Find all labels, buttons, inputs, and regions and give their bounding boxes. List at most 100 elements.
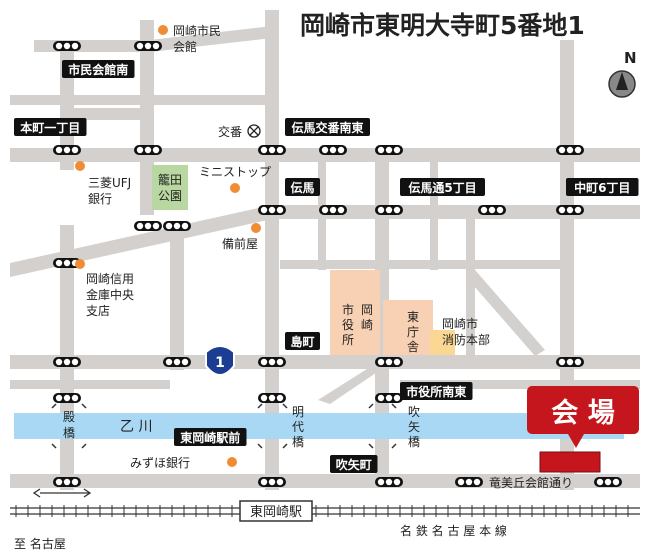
traffic-signal-icon (556, 205, 584, 215)
venue-marker: 会 場 (527, 386, 639, 473)
place-label-line: 矢 (408, 420, 420, 434)
poi-dot (75, 259, 85, 269)
intersection-sign: 市役所南東 (400, 382, 473, 400)
road (62, 108, 140, 120)
page-title: 岡崎市東明大寺町5番地1 (300, 11, 585, 40)
road (10, 474, 640, 488)
venue-building (539, 451, 601, 473)
traffic-signal-icon (556, 357, 584, 367)
intersection-name: 島町 (290, 334, 314, 349)
traffic-signal-icon (258, 393, 286, 403)
poi-dot (230, 183, 240, 193)
place-label-line: 橋 (408, 435, 420, 449)
place-label-line: 吹 (408, 405, 420, 419)
poi-dot (158, 25, 168, 35)
traffic-signal-icon (478, 205, 506, 215)
traffic-signal-icon (134, 221, 162, 231)
place-label-line: 代 (292, 420, 304, 434)
intersection-sign: 伝馬 (285, 178, 320, 196)
intersection-name: 市民会館南 (68, 62, 128, 77)
place-label-line: 橋 (63, 426, 75, 440)
traffic-signal-icon (375, 205, 403, 215)
traffic-signal-icon (556, 145, 584, 155)
river-label: 乙 川 (120, 419, 152, 435)
intersection-name: 伝馬交番南東 (291, 120, 363, 135)
traffic-signals (53, 41, 622, 487)
traffic-signal-icon (258, 145, 286, 155)
intersection-name: 本町一丁目 (20, 120, 80, 135)
intersection-sign: 東岡崎駅前 (174, 428, 247, 446)
road (400, 380, 640, 389)
place-label-line: 庁 (407, 325, 419, 339)
road (467, 270, 545, 356)
place-label: 明代橋 (292, 405, 304, 449)
fire-hq-block (430, 330, 455, 355)
intersection-sign: 吹矢町 (330, 455, 378, 473)
intersection-sign: 市民会館南 (62, 60, 135, 78)
traffic-signal-icon (134, 41, 162, 51)
poi-dot (251, 223, 261, 233)
intersection-name: 吹矢町 (336, 457, 372, 472)
railway-line (10, 505, 640, 517)
road (140, 20, 154, 215)
intersection-sign: 本町一丁目 (14, 118, 87, 136)
place-label-line: 岡崎信用 (86, 272, 134, 286)
place-label-line: 崎 (361, 318, 373, 332)
bridge-markers (51, 403, 397, 449)
traffic-signal-icon (163, 221, 191, 231)
intersection-signs: 市民会館南本町一丁目伝馬交番南東伝馬伝馬通5丁目中町6丁目島町市役所南東東岡崎駅… (14, 60, 639, 473)
intersection-name: 伝馬 (290, 180, 314, 195)
place-label-line: 舎 (407, 340, 419, 354)
traffic-signal-icon (375, 357, 403, 367)
river (14, 413, 624, 439)
west-arrow (32, 488, 92, 498)
traffic-signal-icon (134, 145, 162, 155)
poi-markers (75, 25, 261, 467)
place-label: 市役所 (342, 302, 354, 347)
road (318, 362, 392, 404)
place-label-line: 殿 (63, 410, 75, 424)
traffic-signal-icon (319, 145, 347, 155)
place-label-line: 消防本部 (442, 332, 490, 347)
place-label-line: 役 (342, 317, 354, 332)
intersection-sign: 中町6丁目 (566, 178, 639, 196)
place-label-line: 橋 (292, 435, 304, 449)
place-label-line: 明 (292, 405, 304, 419)
road (10, 380, 170, 389)
kagoda-park (152, 165, 188, 210)
traffic-signal-icon (594, 477, 622, 487)
north-label: N (624, 49, 637, 67)
traffic-signal-icon (455, 477, 483, 487)
mizuho-label: みずほ銀行 (130, 456, 190, 470)
intersection-name: 東岡崎駅前 (180, 430, 240, 445)
road (10, 95, 272, 105)
traffic-signal-icon (53, 41, 81, 51)
venue-road-label: 竜美丘会館通り (489, 475, 573, 490)
place-label-line: 支店 (86, 304, 110, 318)
road (280, 260, 570, 269)
place-label-line: 所 (342, 333, 354, 347)
place-label: 殿橋 (63, 410, 75, 440)
place-label-line: 籠田 (158, 172, 182, 187)
city-hall-block (330, 270, 380, 355)
intersection-sign: 伝馬交番南東 (285, 118, 370, 136)
traffic-signal-icon (53, 477, 81, 487)
place-label-line: 三菱UFJ (88, 176, 131, 190)
traffic-signal-icon (258, 477, 286, 487)
traffic-signal-icon (53, 393, 81, 403)
bizenya-label: 備前屋 (222, 236, 258, 251)
road (265, 10, 279, 490)
place-label: 吹矢橋 (408, 405, 420, 449)
poi-dot (227, 457, 237, 467)
north-arrow-icon: N (608, 49, 637, 98)
route-number: 1 (215, 355, 225, 371)
place-label: 岡崎 (361, 303, 373, 332)
road (272, 205, 640, 219)
koban-icon (247, 124, 261, 138)
intersection-sign: 島町 (285, 332, 320, 350)
